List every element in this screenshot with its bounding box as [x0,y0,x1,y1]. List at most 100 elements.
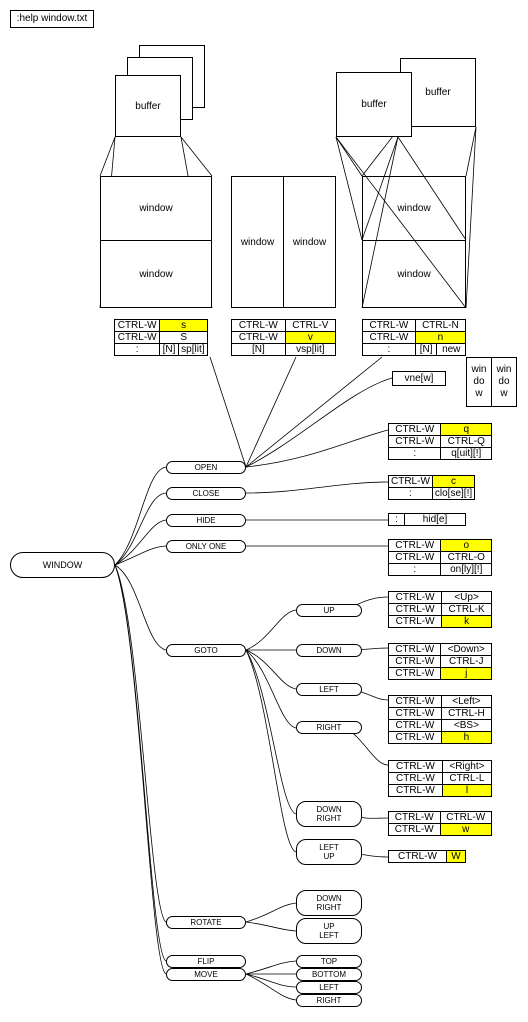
key-row: :on[ly][!] [387,563,492,576]
key-cell: CTRL-V [284,319,337,332]
key-cell: <Up> [441,591,492,604]
node-move[interactable]: MOVE [166,968,246,981]
window-label: window [292,236,327,248]
node-rotate-down-right[interactable]: DOWN RIGHT [296,890,362,916]
node-rotate[interactable]: ROTATE [166,916,246,929]
window-left: window [231,176,284,308]
key-cell: CTRL-W [387,643,442,656]
window-bottom: window [362,240,466,308]
key-cell: CTRL-W [362,331,416,344]
key-cell: CTRL-W [387,655,442,668]
node-window[interactable]: WINDOW [10,552,115,578]
window-right: window [283,176,336,308]
node-right[interactable]: RIGHT [296,721,362,734]
key-cell: CTRL-W [388,850,447,863]
key-cell-highlight: v [284,331,337,344]
node-up[interactable]: UP [296,604,362,617]
key-cell: q[uit][!] [440,447,492,460]
buffer-label: buffer [135,100,161,112]
key-cell: CTRL-W [387,539,442,552]
key-cell-highlight: w [439,823,492,836]
key-cell-highlight: n [414,331,467,344]
key-cell: CTRL-W [439,811,492,824]
key-cell: CTRL-W [388,707,442,720]
key-cell: <Left> [440,695,493,708]
key-cell: CTRL-W [388,719,442,732]
key-cell-highlight: l [441,784,493,797]
buffer-label: buffer [425,87,451,98]
key-cell: CTRL-K [441,603,492,616]
buffer-box: buffer [336,72,412,137]
node-goto[interactable]: GOTO [166,644,246,657]
key-cell: CTRL-W [387,667,442,680]
key-row: CTRL-W<BS> [388,719,493,732]
key-row: :hid[e] [387,513,466,526]
window-label: window [397,203,431,214]
key-cell: CTRL-W [388,823,441,836]
node-only-one[interactable]: ONLY ONE [166,540,246,553]
window-label: window [240,236,275,248]
window-top: window [362,176,466,241]
window-label: window [139,268,173,280]
window-label: window [397,268,431,280]
key-cell: CTRL-H [440,707,493,720]
node-left[interactable]: LEFT [296,683,362,696]
key-cell: CTRL-O [440,551,492,564]
node-move-left[interactable]: LEFT [296,981,362,994]
key-cell: [N] [231,343,286,356]
key-cell-highlight: k [441,615,492,628]
key-cell: CTRL-W [388,731,442,744]
node-move-bottom[interactable]: BOTTOM [296,968,362,981]
key-cell: CTRL-L [441,772,493,785]
key-cell: [N] [159,343,179,356]
node-flip[interactable]: FLIP [166,955,246,968]
key-cell: CTRL-W [362,319,416,332]
key-cell: CTRL-W [387,423,442,436]
buffer-label: buffer [361,99,387,110]
vne-command: vne[w] [392,371,446,386]
key-cell: : [387,563,442,576]
node-rotate-up-left[interactable]: UP LEFT [296,918,362,944]
key-cell: vsp[lit] [284,343,337,356]
vne-window-left: win do w [466,357,492,407]
key-cell: CTRL-W [387,603,443,616]
key-cell: CTRL-J [440,655,492,668]
node-down[interactable]: DOWN [296,644,362,657]
node-close[interactable]: CLOSE [166,487,246,500]
key-row: CTRL-W<Right> [388,760,493,773]
key-cell: CTRL-W [387,435,442,448]
hide-key-table: :hid[e] [387,513,466,526]
key-cell: clo[se][!] [431,487,476,500]
key-cell: CTRL-W [388,760,443,773]
node-hide[interactable]: HIDE [166,514,246,527]
key-cell: sp[lit] [177,343,209,356]
key-cell-highlight: c [431,475,476,488]
node-down-right[interactable]: DOWN RIGHT [296,801,362,827]
node-left-up[interactable]: LEFT UP [296,839,362,865]
node-move-right[interactable]: RIGHT [296,994,362,1007]
node-open[interactable]: OPEN [166,461,246,474]
buffer-box: buffer [115,75,181,137]
node-move-top[interactable]: TOP [296,955,362,968]
key-cell: CTRL-Q [440,435,492,448]
help-tag: :help window.txt [10,10,94,28]
key-cell: <BS> [440,719,493,732]
